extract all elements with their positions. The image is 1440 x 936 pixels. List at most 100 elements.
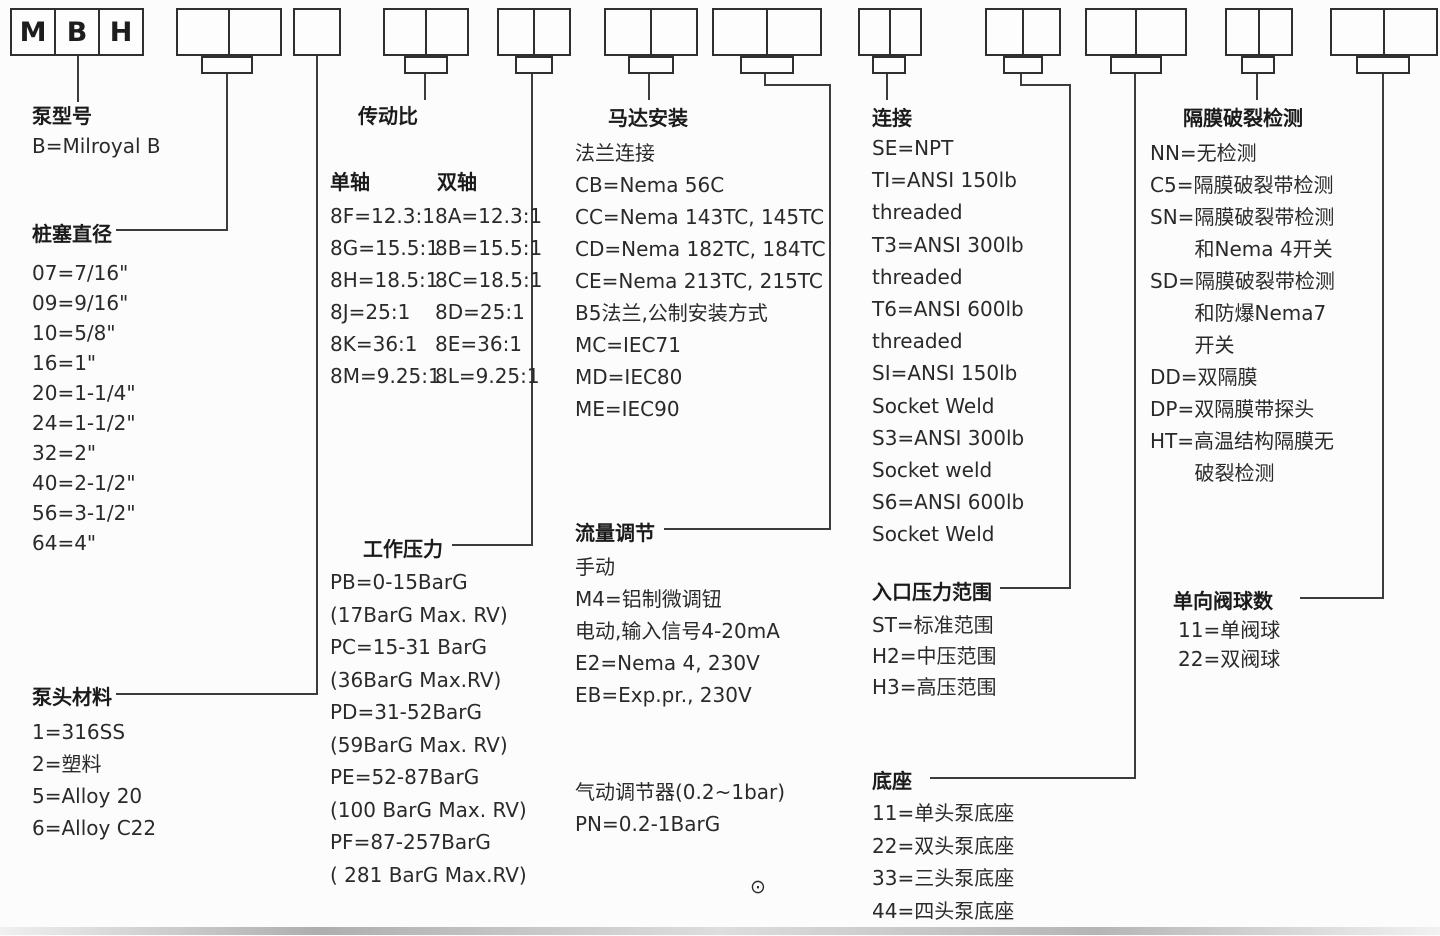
option: CD=Nema 182TC, 184TC <box>575 237 826 261</box>
option: 56=3-1/2" <box>32 501 136 525</box>
option: CB=Nema 56C <box>575 173 725 197</box>
option: SI=ANSI 150lb <box>872 361 1018 386</box>
connector-line-flow-adjustment <box>764 74 766 86</box>
option: 8H=18.5:1 <box>330 268 439 292</box>
option: 64=4" <box>32 531 97 555</box>
option: 5=Alloy 20 <box>32 784 143 808</box>
connector-line-inlet-pressure <box>1020 84 1071 86</box>
section-title-plunger-diameter: 桩塞直径 <box>32 222 112 246</box>
connector-tab-plunger-diameter <box>201 56 253 74</box>
option: Socket weld <box>872 458 993 483</box>
connector-line-connection <box>886 74 888 100</box>
option: PC=15-31 BarG <box>330 635 487 659</box>
code-box <box>1085 8 1137 56</box>
option: ST=标准范围 <box>872 613 994 637</box>
option: (36BarG Max.RV) <box>330 667 502 692</box>
code-box-group-base <box>1085 8 1187 56</box>
connector-line-diaphragm-detection <box>1256 74 1258 100</box>
connector-tab-drive-ratio <box>404 56 448 74</box>
option: C5=隔膜破裂带检测 <box>1150 173 1334 197</box>
section-title-diaphragm-detection: 隔膜破裂检测 <box>1183 106 1303 130</box>
connector-line-plunger-diameter <box>226 74 228 231</box>
option: SD=隔膜破裂带检测 <box>1150 269 1335 293</box>
section-title-motor-mounting: 马达安装 <box>608 106 688 130</box>
connector-line-check-valve-balls <box>1382 74 1384 599</box>
option: 8A=12.3:1 <box>435 204 543 228</box>
option: MD=IEC80 <box>575 365 683 389</box>
option: 和Nema 4开关 <box>1150 237 1333 261</box>
option: 1=316SS <box>32 720 126 744</box>
option: 8B=15.5:1 <box>435 236 543 260</box>
option: 破裂检测 <box>1150 461 1275 485</box>
option: 10=5/8" <box>32 321 116 345</box>
connector-tab-motor-mounting <box>628 56 674 74</box>
option: E2=Nema 4, 230V <box>575 651 760 675</box>
connector-line-working-pressure <box>452 544 533 546</box>
code-box-letter-b: B <box>54 8 100 56</box>
code-box-group-series: M B H <box>10 8 144 56</box>
option: 法兰连接 <box>575 141 655 165</box>
option: 22=双阀球 <box>1178 647 1281 671</box>
option: threaded <box>872 200 963 225</box>
option: 20=1-1/4" <box>32 381 136 405</box>
section-title-flow-adjustment: 流量调节 <box>575 521 655 545</box>
option: 8F=12.3:1 <box>330 204 435 228</box>
option: 气动调节器(0.2~1bar) <box>575 780 786 804</box>
section-title-check-valve-balls: 单向阀球数 <box>1173 589 1273 613</box>
option: 和防爆Nema7 <box>1150 301 1327 325</box>
connector-line-inlet-pressure <box>1020 74 1022 86</box>
option: threaded <box>872 264 963 289</box>
connector-line-flow-adjustment <box>829 84 831 530</box>
connector-tab-diaphragm-detection <box>1241 56 1275 74</box>
column-header-dual-shaft: 双轴 <box>437 170 477 194</box>
pump-model-options: B=Milroyal B <box>32 131 161 161</box>
option: EB=Exp.pr., 230V <box>575 683 752 707</box>
option: PD=31-52BarG <box>330 700 483 724</box>
plunger-diameter-options: 07=7/16"09=9/16"10=5/8"16=1"20=1-1/4"24=… <box>32 258 136 558</box>
option: threaded <box>872 329 963 354</box>
motor-mounting-options: 法兰连接 CB=Nema 56C CC=Nema 143TC, 145TC CD=Ne… <box>575 137 826 425</box>
section-title-working-pressure: 工作压力 <box>363 537 443 561</box>
section-title-inlet-pressure-range: 入口压力范围 <box>872 580 992 604</box>
option: ME=IEC90 <box>575 397 680 421</box>
code-box <box>985 8 1024 56</box>
option: PB=0-15BarG <box>330 570 468 594</box>
option: T3=ANSI 300lb <box>872 232 1024 257</box>
code-box-group-motor-mounting <box>604 8 698 56</box>
option: CC=Nema 143TC, 145TC <box>575 205 825 229</box>
connector-line-flow-adjustment <box>664 528 831 530</box>
connector-tab-check-valve-balls <box>1356 56 1410 74</box>
connector-line-working-pressure <box>531 74 533 546</box>
connector-line-drive-ratio <box>424 74 426 100</box>
code-box-group-pump-head-material <box>293 8 341 56</box>
option: ( 281 BarG Max.RV) <box>330 862 527 887</box>
connector-line-pump-head-material <box>116 693 318 695</box>
option: CE=Nema 213TC, 215TC <box>575 269 823 293</box>
section-title-drive-ratio: 传动比 <box>358 104 418 128</box>
code-box-group-inlet-pressure <box>985 8 1061 56</box>
connector-tab-connection <box>872 56 906 74</box>
code-box-letter-m: M <box>10 8 56 56</box>
code-box <box>425 8 469 56</box>
section-title-base: 底座 <box>872 769 912 793</box>
option: B=Milroyal B <box>32 134 161 158</box>
option: MC=IEC71 <box>575 333 681 357</box>
option: 16=1" <box>32 351 97 375</box>
code-box <box>293 8 341 56</box>
section-title-connection: 连接 <box>872 106 912 130</box>
option: SN=隔膜破裂带检测 <box>1150 205 1335 229</box>
code-box <box>1022 8 1061 56</box>
option: 32=2" <box>32 441 97 465</box>
option: 40=2-1/2" <box>32 471 136 495</box>
option: Socket Weld <box>872 393 995 418</box>
working-pressure-options: PB=0-15BarG(17BarG Max. RV)PC=15-31 BarG… <box>330 566 527 891</box>
option: 44=四头泵底座 <box>872 898 1015 923</box>
